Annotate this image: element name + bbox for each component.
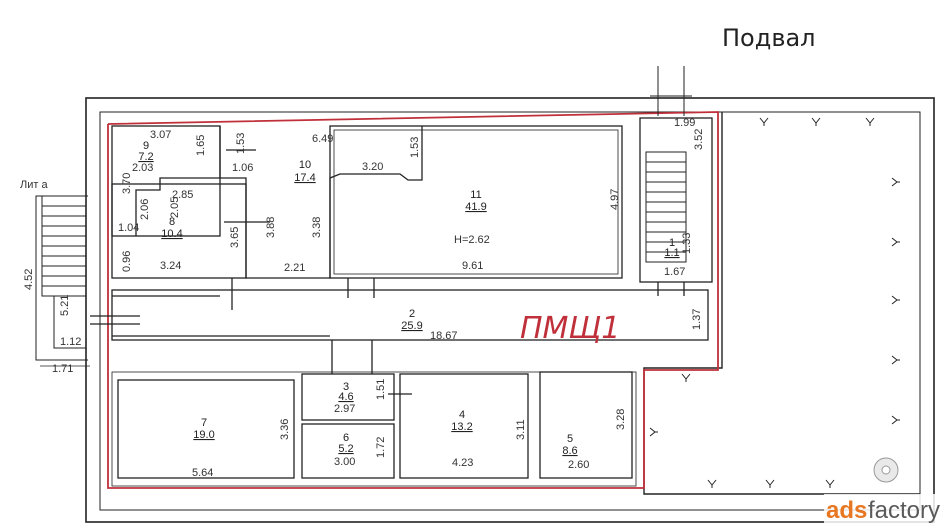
dim-label: 1.65	[195, 135, 207, 156]
dim-label: 3.20	[362, 161, 383, 173]
watermark-prefix: ads	[826, 497, 867, 524]
dim-label: 9.61	[462, 260, 483, 272]
room-num-11: 11	[470, 189, 481, 201]
room-area-7: 19.0	[193, 429, 214, 441]
room-num-5: 5	[567, 433, 573, 445]
room-11-walls	[329, 125, 623, 279]
room-num-8: 8	[169, 216, 175, 228]
dim-label: 0.96	[121, 251, 133, 272]
dim-label: 3.00	[334, 456, 355, 468]
hatch-marks	[649, 117, 900, 488]
dim-label: 2.03	[132, 162, 153, 174]
dim-label: 3.28	[615, 409, 627, 430]
room-11-inner	[333, 129, 619, 275]
room-num-4: 4	[459, 409, 465, 421]
room-area-4: 13.2	[451, 421, 472, 433]
room-area-10: 17.4	[294, 172, 315, 184]
room-labels: 9 7.2 10 17.4 11 41.9 8 10.4 1 1.1 2 25.…	[138, 140, 679, 457]
dimensions-horizontal: 3.07 6.49 2.03 1.06 3.20 2.85 1.04 3.24 …	[52, 117, 695, 479]
room-area-3: 4.6	[338, 391, 353, 403]
room-6-walls	[301, 423, 395, 479]
dim-label: 1.53	[409, 137, 421, 158]
premise-outline	[107, 111, 719, 489]
dim-label: 1.12	[60, 336, 81, 348]
dim-label: 3.24	[160, 260, 181, 272]
dim-label: 2.97	[334, 403, 355, 415]
dim-label: 1.71	[52, 363, 73, 375]
dim-label: 4.23	[452, 457, 473, 469]
room-4-walls	[399, 373, 529, 479]
corridor-walls	[111, 289, 709, 341]
dim-label: 1.51	[375, 379, 387, 400]
dim-label: 1.33	[681, 233, 693, 254]
watermark-logo: ads factory	[824, 457, 952, 524]
dim-label: 1.67	[664, 266, 685, 278]
room-num-2: 2	[409, 308, 415, 320]
dim-label: 3.38	[311, 217, 323, 238]
room-num-1: 1	[669, 237, 675, 249]
dimensions-vertical: 1.65 1.53 1.53 3.70 2.06 2.05 3.88 3.38 …	[23, 129, 705, 458]
stairs-left	[35, 195, 90, 367]
dim-label: 6.49	[312, 133, 333, 145]
room-area-11: 41.9	[465, 201, 486, 213]
dim-label: 2.06	[139, 199, 151, 220]
room-1-walls	[639, 117, 713, 283]
room-area-8: 10.4	[161, 228, 182, 240]
dim-label: 1.04	[118, 222, 139, 234]
room-7-walls	[117, 379, 295, 479]
dim-label: 5.21	[59, 295, 71, 316]
dim-label: 3.07	[150, 129, 171, 141]
room-area-1: 1.1	[664, 247, 679, 259]
outer-walls	[85, 97, 935, 523]
room-num-7: 7	[201, 417, 207, 429]
bottom-block-outline	[111, 371, 637, 487]
room-3-walls	[301, 373, 395, 421]
dim-label: 1.53	[235, 133, 247, 154]
dim-label: 3.36	[279, 419, 291, 440]
dim-label: 3.88	[265, 217, 277, 238]
building-outline	[85, 97, 935, 523]
right-section	[643, 112, 920, 495]
dim-label: 4.52	[23, 269, 35, 290]
interior-walls	[90, 117, 713, 487]
dim-label: 1.37	[691, 309, 703, 330]
dim-label: 3.11	[515, 419, 527, 440]
dim-label: 4.97	[609, 189, 621, 210]
room-num-9: 9	[143, 140, 149, 152]
room-area-9: 7.2	[138, 151, 153, 163]
lit-label: Лит а	[20, 179, 48, 191]
dim-label: 2.85	[172, 189, 193, 201]
room-num-3: 3	[343, 381, 349, 393]
room-9-walls	[111, 125, 221, 237]
room-area-6: 5.2	[338, 443, 353, 455]
floor-title: Подвал	[722, 24, 816, 52]
dim-label: 18.67	[430, 330, 458, 342]
room-num-10: 10	[299, 159, 311, 171]
premise-label: ПМЩ1	[520, 311, 620, 346]
room-area-2: 25.9	[401, 320, 422, 332]
dim-label: 3.70	[121, 173, 133, 194]
room-num-6: 6	[343, 432, 349, 444]
building-inner-outline	[99, 111, 921, 511]
dim-label: 2.21	[284, 262, 305, 274]
dim-label: 1.99	[674, 117, 695, 129]
dim-label: 1.06	[232, 162, 253, 174]
stairs-right	[645, 66, 692, 263]
dim-label: 2.05	[169, 197, 181, 218]
dim-label: 3.65	[229, 227, 241, 248]
dim-label: 5.64	[192, 467, 213, 479]
room-area-5: 8.6	[562, 445, 577, 457]
height-label: H=2.62	[454, 234, 490, 246]
watermark-suffix: factory	[868, 497, 940, 524]
dim-label: 2.60	[568, 459, 589, 471]
dim-label: 3.52	[693, 129, 705, 150]
room-8-walls	[111, 183, 247, 279]
dim-label: 1.72	[375, 437, 387, 458]
